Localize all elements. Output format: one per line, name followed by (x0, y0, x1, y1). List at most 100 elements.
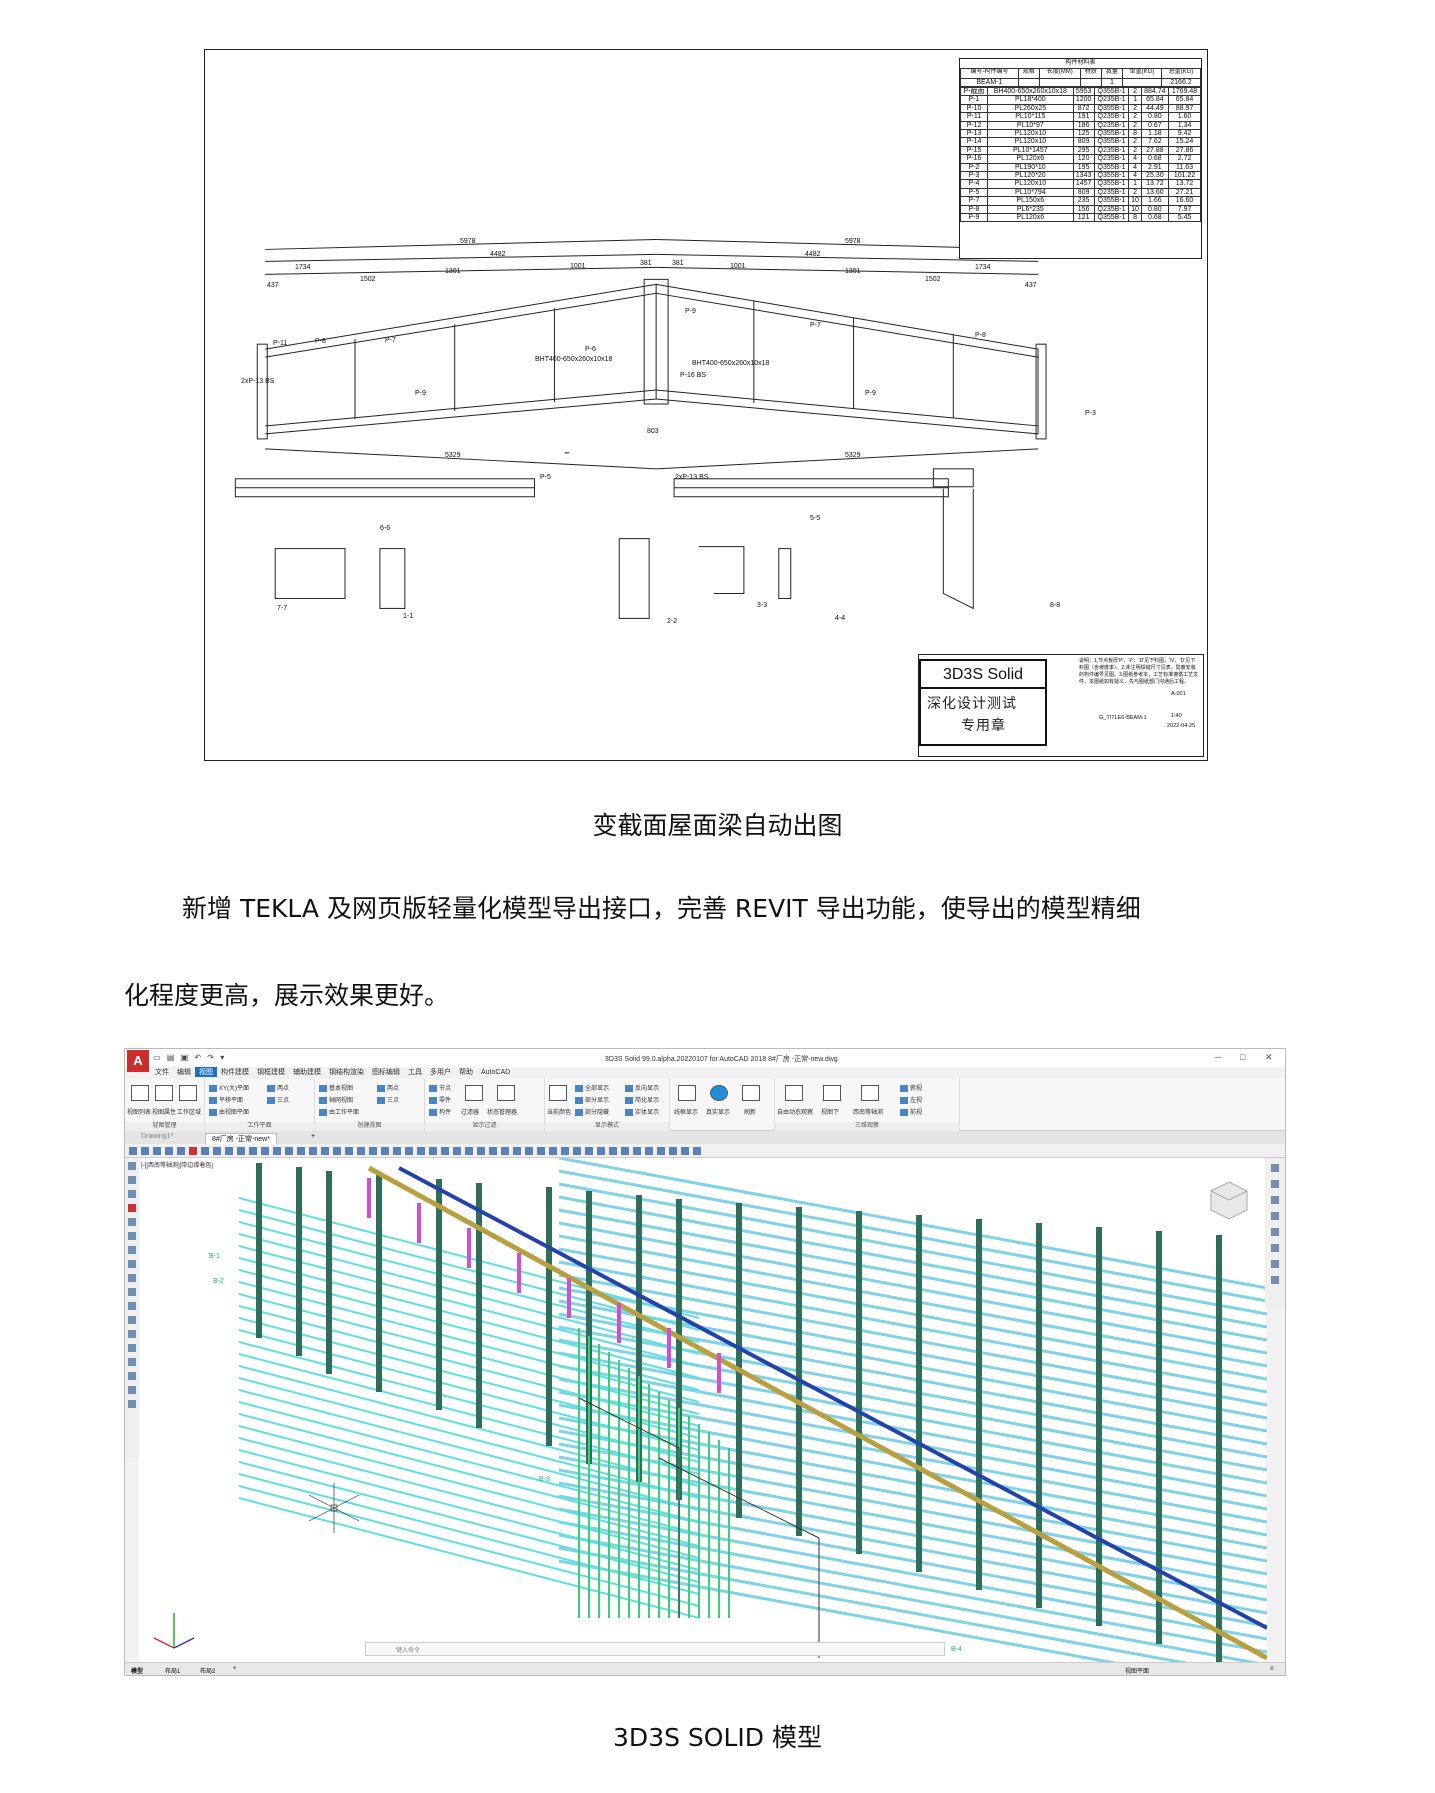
wireframe-icon[interactable] (678, 1085, 696, 1101)
menu-item[interactable]: 钢结构渲染 (329, 1069, 364, 1076)
ribbon-button-label[interactable]: 西南等轴测 (853, 1110, 884, 1116)
menu-item[interactable]: 文件 (155, 1069, 169, 1076)
bom-cell: 8 (1128, 212, 1142, 223)
dim-label: 381 (640, 260, 652, 267)
menu-item[interactable]: 辅助建模 (293, 1069, 321, 1076)
file-tab[interactable]: Drawing1* (141, 1133, 174, 1140)
right-nav-bar[interactable] (1265, 1158, 1285, 1308)
ribbon-button[interactable]: 左视 (900, 1095, 922, 1104)
menu-item[interactable]: 多用户 (430, 1069, 451, 1076)
part-label: P-5 (540, 474, 551, 481)
view-props-icon[interactable] (155, 1085, 173, 1101)
ribbon-button[interactable]: 构件 (429, 1107, 451, 1116)
ribbon-button[interactable]: 俯视 (900, 1083, 922, 1092)
menu-item[interactable]: 工具 (408, 1069, 422, 1076)
maximize-icon[interactable]: □ (1240, 1052, 1246, 1062)
viewcube-icon[interactable] (1207, 1178, 1251, 1222)
ribbon-button-label[interactable]: 视图属性 (152, 1110, 177, 1116)
ribbon-button[interactable]: 前视 (900, 1107, 922, 1116)
menu-item[interactable]: AutoCAD (481, 1069, 511, 1076)
bom-beam-total: 2166.2 (1160, 77, 1202, 87)
ribbon-button-label[interactable]: 线框显示 (674, 1110, 699, 1116)
filter-icon[interactable] (465, 1085, 483, 1101)
view-list-icon[interactable] (131, 1085, 149, 1101)
bom-cell: 2.72 (1168, 154, 1201, 164)
menu-item[interactable]: 编辑 (177, 1069, 191, 1076)
ribbon-button-label[interactable]: 真实显示 (706, 1110, 731, 1116)
ribbon-button-label[interactable]: 刷新 (744, 1110, 757, 1116)
ribbon-button-label[interactable]: 状态管理器 (487, 1110, 518, 1116)
menu-item[interactable]: 钢框建模 (257, 1069, 285, 1076)
quick-access-toolbar[interactable]: ▭ ▤ ▣ ↶ ↷ ▾ (153, 1053, 227, 1062)
stamp-text: 专用章 (961, 718, 1006, 734)
file-tab-active[interactable]: 8#厂房 -正常-new* (205, 1133, 277, 1144)
command-input[interactable]: 键入命令 (396, 1648, 421, 1654)
ribbon-button[interactable]: 部分隐藏 (575, 1107, 609, 1116)
ribbon-button-label[interactable]: 过滤器 (461, 1110, 480, 1116)
ribbon-button[interactable]: 三点 (377, 1095, 399, 1104)
new-tab-icon[interactable]: + (311, 1133, 316, 1140)
orbit-icon[interactable] (785, 1085, 803, 1101)
bom-cell: 101.22 (1168, 170, 1201, 181)
bom-cell: Q235B-1 (1093, 154, 1130, 164)
ribbon-button[interactable]: 两点 (267, 1083, 289, 1092)
sw-iso-icon[interactable] (861, 1085, 879, 1101)
paragraph-line: 化程度更高，展示效果更好。 (124, 981, 450, 1010)
bom-cell: Q355B-1 (1093, 212, 1130, 223)
command-line[interactable]: 键入命令 (365, 1642, 945, 1656)
bom-header-row: 编号-构件编号 规格 长度(MM) 材质 数量 单重(KG) 总重(KG) (960, 67, 1202, 79)
add-layout-icon[interactable]: + (233, 1666, 237, 1672)
part-label: P-8 (975, 332, 986, 339)
ribbon-button[interactable]: 反向显示 (625, 1083, 659, 1092)
bom-cell: Q235B-1 (1093, 95, 1130, 105)
ribbon-button-label[interactable]: 工作区域 (177, 1110, 202, 1116)
ribbon-button[interactable]: 轴网视图 (319, 1095, 353, 1104)
toolbar-icons[interactable] (125, 1144, 725, 1158)
ribbon-button[interactable]: 平移平面 (209, 1095, 243, 1104)
status-view-plane[interactable]: 视图平面 (1125, 1669, 1150, 1675)
caption-drawing: 变截面屋面梁自动出图 (592, 811, 843, 840)
minimize-icon[interactable]: ─ (1215, 1052, 1222, 1062)
ribbon-button[interactable]: 全部显示 (575, 1083, 609, 1092)
layout-tab[interactable]: 布局2 (200, 1669, 216, 1675)
dim-label: 1301 (845, 268, 861, 275)
ribbon-button-label[interactable]: 视图下 (821, 1110, 840, 1116)
paragraph-line: 新增 TEKLA 及网页版轻量化模型导出接口，完善 REVIT 导出功能，使导出… (182, 894, 1141, 923)
section-label: 4-4 (835, 615, 846, 622)
stamp-text: 深化设计测试 (927, 696, 1017, 712)
left-tool-palette[interactable] (125, 1158, 139, 1458)
work-area-icon[interactable] (179, 1085, 197, 1101)
menu-item[interactable]: 视图 (195, 1067, 217, 1077)
state-manager-icon[interactable] (497, 1085, 515, 1101)
close-icon[interactable]: ✕ (1265, 1052, 1273, 1062)
ribbon-button[interactable]: 由工作平面 (319, 1107, 359, 1116)
ribbon-button[interactable]: 三点 (267, 1095, 289, 1104)
ribbon-button-label[interactable]: 视图列表 (127, 1110, 152, 1116)
ribbon-button-label[interactable]: 自由动态观察 (777, 1110, 814, 1116)
autocad-app-icon[interactable]: A (127, 1050, 149, 1072)
ribbon-button[interactable]: 零件 (429, 1095, 451, 1104)
viewport-label[interactable]: [-][西南等轴测][带边缘着色] (141, 1163, 214, 1169)
ribbon-button[interactable]: 实体显示 (625, 1107, 659, 1116)
ribbon-button[interactable]: 两点 (377, 1083, 399, 1092)
ribbon-button[interactable]: 基本视图 (319, 1083, 353, 1092)
ribbon-button[interactable]: 部分显示 (575, 1095, 609, 1104)
refresh-icon[interactable] (742, 1085, 760, 1101)
ribbon-button[interactable]: 由视图平面 (209, 1107, 249, 1116)
menu-item[interactable]: 图标编辑 (372, 1069, 400, 1076)
model-viewport[interactable]: [-][西南等轴测][带边缘着色] B-1 B-2 B-3 B-4 (139, 1158, 1267, 1664)
layout-tab[interactable]: 布局1 (165, 1669, 181, 1675)
menu-item[interactable]: 构件建模 (221, 1069, 249, 1076)
view-down-icon[interactable] (823, 1085, 841, 1101)
layout-tab-model[interactable]: 模型 (131, 1669, 144, 1675)
ribbon-button[interactable]: 简化显示 (625, 1095, 659, 1104)
current-color-icon[interactable] (549, 1085, 567, 1101)
realistic-icon[interactable] (710, 1085, 728, 1101)
bom-cell: PL120x6 (987, 154, 1074, 164)
menu-item[interactable]: 帮助 (459, 1069, 473, 1076)
ribbon-button[interactable]: 节点 (429, 1083, 451, 1092)
menu-icon[interactable]: ≡ (1270, 1666, 1274, 1672)
ribbon-button[interactable]: XY(大)平面 (209, 1083, 249, 1092)
bom-cell: P-14 (960, 137, 988, 147)
ribbon-button-label[interactable]: 当前颜色 (547, 1110, 572, 1116)
